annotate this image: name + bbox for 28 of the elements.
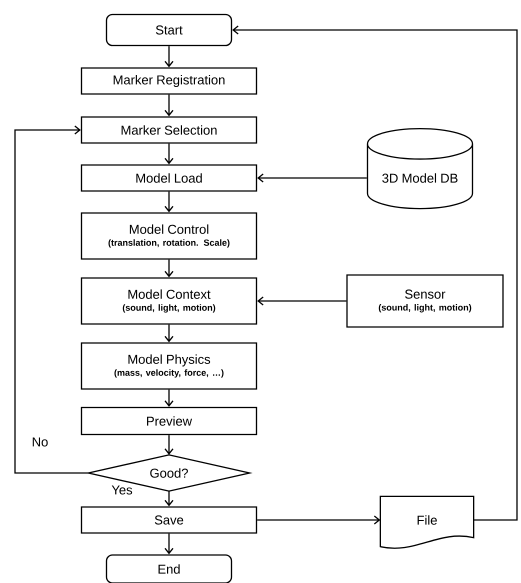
arrow <box>232 26 518 521</box>
arrow <box>164 491 174 506</box>
process-box: Marker Selection <box>80 116 258 144</box>
input-box: Sensor (sound, light, motion) <box>346 274 504 328</box>
arrow <box>164 390 174 407</box>
terminal-box: Start <box>106 14 232 46</box>
arrow <box>164 94 174 116</box>
arrow <box>164 192 174 212</box>
arrow <box>257 516 380 524</box>
arrow <box>164 46 174 68</box>
arrow <box>257 174 367 182</box>
edge-label: No <box>30 436 50 448</box>
arrow <box>164 144 174 164</box>
arrow <box>164 534 174 554</box>
arrow <box>164 435 174 455</box>
arrow <box>164 324 174 342</box>
process-box: Model Context (sound, light, motion) <box>80 277 258 325</box>
process-box: Marker Registration <box>80 67 258 95</box>
process-box: Model Physics (mass, velocity, force, …) <box>80 342 258 390</box>
arrow <box>14 126 88 474</box>
arrow <box>164 260 174 278</box>
process-box: Save <box>80 506 258 534</box>
database-cylinder: 3D Model DB <box>366 128 474 210</box>
arrow <box>257 296 346 306</box>
process-box: Model Load <box>80 164 258 192</box>
process-box: Model Control (translation, rotation. Scale) <box>80 212 258 260</box>
process-box: Preview <box>80 406 258 436</box>
terminal-box: End <box>106 554 232 583</box>
